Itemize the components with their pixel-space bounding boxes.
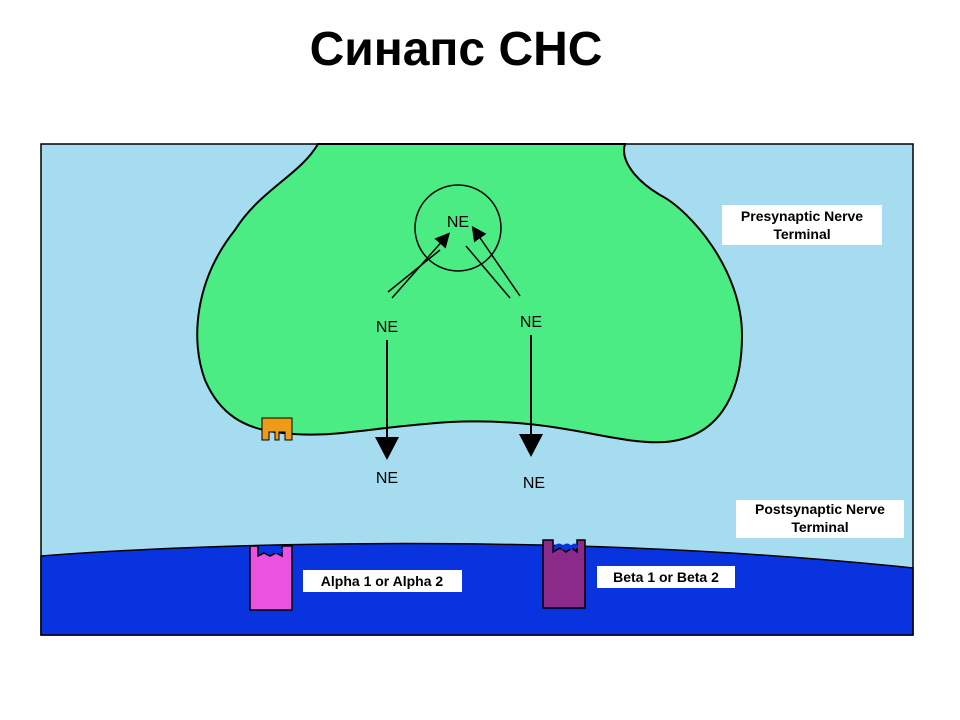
alpha-receptor-label-box: Alpha 1 or Alpha 2 [303, 570, 462, 592]
presynaptic-label-line2: Terminal [773, 226, 830, 242]
postsynaptic-label-box: Postsynaptic Nerve Terminal [736, 500, 904, 538]
presynaptic-autoreceptor [261, 417, 293, 441]
ne-right-cleft-label: NE [523, 475, 545, 492]
postsynaptic-label-line2: Terminal [791, 519, 848, 535]
alpha-receptor-label: Alpha 1 or Alpha 2 [321, 573, 444, 589]
presynaptic-terminal [196, 143, 744, 444]
release-arrow-left [375, 340, 399, 460]
postsynaptic-terminal [40, 542, 914, 636]
beta-receptor-label-box: Beta 1 or Beta 2 [597, 566, 735, 588]
ne-left-cleft-label: NE [376, 470, 398, 487]
vesicle-ne-label: NE [447, 214, 469, 231]
presynaptic-label-box: Presynaptic Nerve Terminal [722, 205, 882, 245]
postsynaptic-label-line1: Postsynaptic Nerve [755, 501, 885, 517]
presynaptic-label-line1: Presynaptic Nerve [741, 208, 863, 224]
alpha-receptor-binding-site [258, 547, 284, 555]
slide-title: Синапс СНС [309, 23, 603, 76]
ne-right-cytoplasm-label: NE [520, 314, 542, 331]
ne-left-cytoplasm-label: NE [376, 319, 398, 336]
beta-receptor-label: Beta 1 or Beta 2 [613, 569, 719, 585]
vesicle [414, 184, 502, 272]
release-arrow-right [519, 335, 543, 457]
beta-receptor-binding-site [553, 543, 579, 551]
vesicle-transport-arrows [387, 225, 521, 299]
beta-receptor [542, 539, 586, 609]
alpha-receptor [249, 545, 293, 611]
